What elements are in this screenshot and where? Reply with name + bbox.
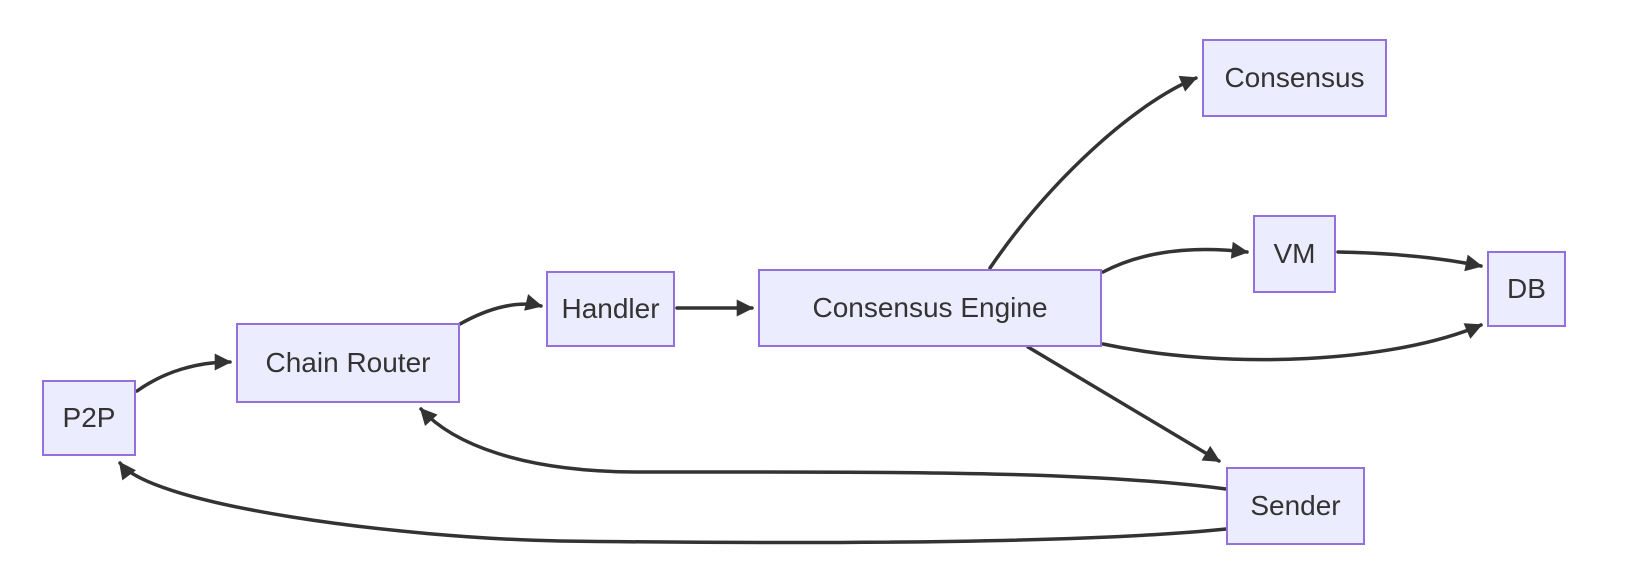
node-p2p: P2P (42, 380, 136, 456)
edge-chain-router-to-handler (458, 294, 543, 326)
edge-p2p-to-chain-router (135, 353, 232, 393)
edge-consensus-engine-to-vm (1101, 241, 1249, 274)
node-sender: Sender (1226, 467, 1365, 545)
node-consensus: Consensus (1202, 39, 1387, 117)
edge-vm-to-db (1336, 250, 1483, 272)
node-consensus-engine: Consensus Engine (758, 269, 1102, 347)
edge-consensus-engine-to-sender (1026, 345, 1221, 463)
node-vm: VM (1253, 215, 1336, 293)
edge-sender-to-chain-router (419, 407, 1228, 491)
node-db: DB (1487, 251, 1566, 327)
edge-consensus-engine-to-db (1101, 323, 1483, 362)
edge-consensus-engine-to-consensus (988, 75, 1198, 270)
node-chain-router: Chain Router (236, 323, 460, 403)
node-handler: Handler (546, 271, 675, 347)
edge-sender-to-p2p (118, 461, 1228, 545)
